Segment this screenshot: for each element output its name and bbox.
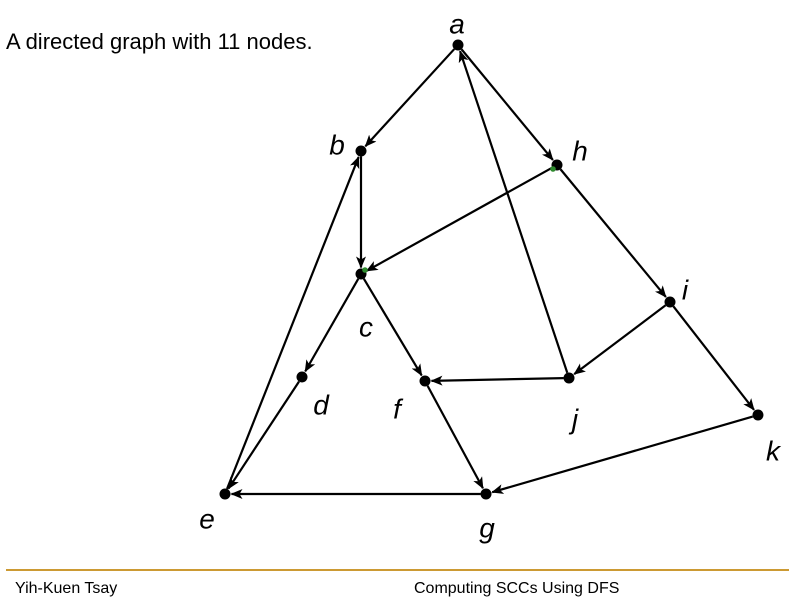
node-label-f: f <box>393 393 404 424</box>
node-label-b: b <box>329 129 345 160</box>
footer-topic: Computing SCCs Using DFS <box>414 580 620 597</box>
node-b <box>355 145 367 157</box>
node-i <box>664 296 676 308</box>
node-e <box>219 488 231 500</box>
node-d <box>296 371 308 383</box>
node-label-a: a <box>449 8 465 39</box>
node-f <box>419 375 431 387</box>
node-label-c: c <box>359 311 373 342</box>
node-label-d: d <box>313 389 330 420</box>
edge-c-d <box>304 278 360 373</box>
edge-j-a <box>458 50 569 374</box>
edge-e-b <box>226 156 360 490</box>
edge-c-f <box>362 278 423 377</box>
node-label-k: k <box>766 435 782 466</box>
node-j <box>563 372 575 384</box>
edge-a-h <box>460 48 554 161</box>
node-label-i: i <box>682 274 689 305</box>
node-k <box>752 409 764 421</box>
footer-divider <box>6 569 789 571</box>
node-label-e: e <box>199 503 215 534</box>
slide-title: A directed graph with 11 nodes. <box>6 29 313 54</box>
edge-i-j <box>573 304 667 375</box>
markers-layer <box>362 166 556 273</box>
edges-layer <box>226 48 755 499</box>
green-marker-dot <box>550 166 556 172</box>
node-a <box>452 39 464 51</box>
node-g <box>480 488 492 500</box>
edge-h-c <box>365 166 553 272</box>
labels-layer: a b c d e f g h i j k <box>199 8 782 543</box>
nodes-layer <box>219 39 764 500</box>
edge-i-k <box>672 305 755 411</box>
edge-d-e <box>227 380 300 490</box>
edge-k-g <box>491 415 754 494</box>
node-label-h: h <box>572 135 588 166</box>
node-label-g: g <box>479 512 495 543</box>
edge-j-f <box>430 375 564 386</box>
footer-author: Yih-Kuen Tsay <box>15 580 118 597</box>
edge-h-i <box>559 168 667 298</box>
edge-f-g <box>426 385 484 490</box>
green-marker-dot <box>362 267 368 273</box>
edge-a-b <box>364 48 456 147</box>
node-label-j: j <box>568 403 579 434</box>
